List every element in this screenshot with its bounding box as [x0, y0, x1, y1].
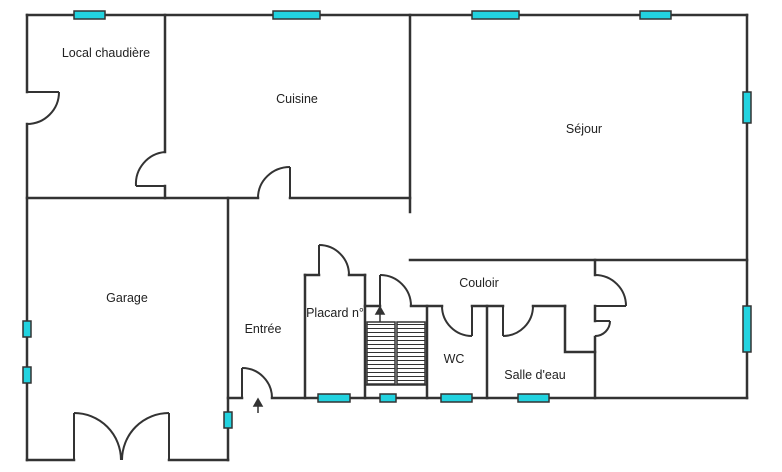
outer-walls: [25, 13, 749, 462]
room-label-entree: Entrée: [245, 322, 282, 336]
door-arc: [241, 367, 273, 399]
door-salle-deau: [502, 305, 534, 337]
room-label-garage: Garage: [106, 291, 148, 305]
window: [317, 393, 351, 403]
door-arc-right: [121, 412, 170, 461]
arrow-up-icon: [374, 305, 386, 322]
door-entree: [241, 367, 273, 399]
stairs-flight-right: [396, 321, 426, 385]
door-arc: [257, 166, 291, 199]
door-local-cuisine: [134, 151, 166, 187]
window: [517, 393, 550, 403]
arrow-up-icon: [252, 397, 264, 413]
door-arc-left: [73, 412, 122, 461]
room-label-local-chaudiere: Local chaudière: [62, 46, 150, 60]
window: [22, 366, 32, 384]
room-label-couloir: Couloir: [459, 276, 499, 290]
room-labels: Local chaudière Cuisine Séjour Garage En…: [62, 46, 602, 382]
window: [73, 10, 106, 20]
room-label-cuisine: Cuisine: [276, 92, 318, 106]
window: [379, 393, 397, 403]
door-right-room: [594, 274, 627, 307]
door-arc: [134, 151, 166, 187]
door-wc: [441, 305, 473, 337]
door-arc: [26, 91, 60, 125]
room-label-salle-deau: Salle d'eau: [504, 368, 566, 382]
door-stairs: [379, 274, 412, 307]
door-arc: [502, 305, 534, 337]
door-garage-double: [73, 412, 170, 461]
stairs-flight-left: [366, 321, 396, 385]
window: [22, 320, 32, 338]
door-placard: [318, 244, 350, 276]
door-local-chaudiere: [26, 91, 60, 125]
door-small-closet: [594, 320, 611, 337]
wall-small-box: [563, 304, 597, 354]
window: [272, 10, 321, 20]
window: [742, 91, 752, 124]
window: [742, 305, 752, 353]
window: [639, 10, 672, 20]
windows: [22, 10, 752, 429]
staircase: [364, 305, 428, 386]
window: [440, 393, 473, 403]
door-cuisine: [257, 166, 291, 199]
window: [223, 411, 233, 429]
room-label-wc: WC: [444, 352, 465, 366]
window: [471, 10, 520, 20]
door-arc: [441, 305, 473, 337]
door-arc: [318, 244, 350, 276]
door-arc: [379, 274, 412, 307]
interior-walls: [25, 13, 749, 400]
door-arc: [594, 320, 611, 337]
room-label-placard: Placard n°: [306, 306, 364, 320]
doors: [26, 91, 627, 461]
room-label-sejour: Séjour: [566, 122, 602, 136]
door-arc: [594, 274, 627, 307]
